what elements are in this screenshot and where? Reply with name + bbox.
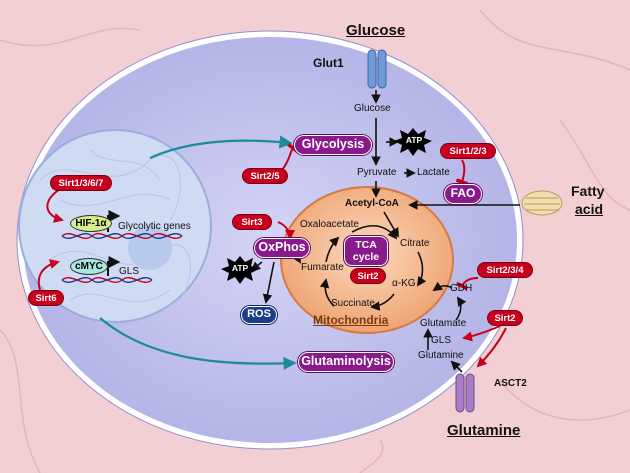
atp-label-1: ATP	[405, 135, 423, 145]
glut1-transporter	[367, 49, 387, 89]
fatty-acid-transporter	[521, 190, 563, 216]
arrow-glutamine-import	[450, 360, 463, 373]
mitochondria-label: Mitochondria	[313, 313, 389, 327]
lactate-label: Lactate	[417, 167, 450, 178]
sirt1367-pill: Sirt1/3/6/7	[50, 175, 112, 191]
asct2-transporter	[455, 373, 475, 413]
glutamine-intracellular-label: Glutamine	[418, 350, 464, 361]
dna-helix-bottom	[61, 277, 153, 283]
sirt2-glutamine-pill: Sirt2	[487, 310, 523, 326]
arrow-nucleus-to-glycolysis	[149, 135, 293, 160]
gls-pathway-label: GLS	[431, 335, 452, 346]
glutaminolysis-pill: Glutaminolysis	[298, 352, 394, 372]
fumarate-label: Fumarate	[301, 262, 344, 273]
tca-cycle-line2: cycle	[352, 251, 380, 263]
glycolysis-pill: Glycolysis	[294, 135, 372, 155]
pyruvate-label: Pyruvate	[357, 167, 397, 178]
fatty-acid-label-line2: acid	[575, 201, 604, 217]
mark-sirt2-gln-a	[462, 325, 501, 342]
sirt25-pill: Sirt2/5	[242, 168, 288, 184]
arrow-nucleus-to-glutaminolysis	[99, 317, 297, 371]
tca-cycle-box: TCA cycle	[344, 236, 388, 266]
succinate-label: Succinate	[331, 298, 375, 309]
citrate-label: Citrate	[400, 238, 430, 249]
fao-pill: FAO	[444, 184, 482, 204]
nucleolus	[128, 226, 172, 270]
mark-sirt123	[455, 159, 469, 186]
mark-sirt25	[281, 142, 299, 171]
promoter-arrow-gls	[107, 256, 121, 276]
mark-sirt6	[37, 259, 60, 291]
arrow-oxphos-to-ros	[262, 261, 275, 304]
hif1a-oval: HIF-1α	[70, 215, 112, 232]
ros-pill: ROS	[241, 306, 277, 324]
background-vessels	[0, 9, 630, 473]
gdh-label: GDH	[450, 283, 473, 294]
arrow-gdh-to-akg	[432, 281, 453, 292]
glucose-extracellular-label: Glucose	[346, 22, 406, 39]
cmyc-oval: cMYC	[70, 258, 108, 275]
dna-helix-top	[61, 233, 183, 239]
mark-sirt234	[455, 277, 479, 291]
arrow-oxaloacetate-to-citrate	[351, 225, 398, 240]
atp-starburst-1	[394, 128, 432, 156]
glutamate-label: Glutamate	[420, 318, 467, 329]
sirt123-pill: Sirt1/2/3	[440, 143, 496, 159]
atp-starburst-2	[221, 256, 259, 284]
arrow-akg-to-succinate	[370, 293, 395, 311]
glut1-label: Glut1	[313, 56, 344, 70]
glycolytic-genes-label: Glycolytic genes	[118, 221, 191, 232]
metabolic-arrows	[250, 90, 520, 373]
gls-gene-label: GLS	[119, 266, 140, 277]
fatty-acid-label-line1: Fatty	[571, 183, 605, 199]
arrow-glutamate-to-gdh	[455, 296, 467, 321]
mark-sirt3	[277, 221, 295, 240]
oxphos-pill: OxPhos	[254, 238, 310, 258]
sirt234-pill: Sirt2/3/4	[477, 262, 533, 278]
akg-label: α-KG	[392, 278, 416, 289]
cell-membrane-outline	[16, 30, 524, 450]
glucose-intracellular-label: Glucose	[354, 103, 391, 114]
mark-sirt2-gln-b	[476, 327, 507, 368]
glutamine-extracellular-label: Glutamine	[447, 422, 521, 439]
asct2-label: ASCT2	[494, 378, 527, 389]
sirt6-pill: Sirt6	[28, 290, 64, 306]
arrow-succinate-to-fumarate	[319, 278, 335, 307]
arrow-fumarate-to-oxaloacetate	[325, 236, 340, 263]
acetyl-coa-label: Acetyl-CoA	[345, 198, 399, 209]
sirt2-tca-pill: Sirt2	[350, 268, 386, 284]
tca-cycle-line1: TCA	[355, 239, 377, 251]
atp-label-2: ATP	[231, 263, 249, 273]
oxaloacetate-label: Oxaloacetate	[300, 219, 359, 230]
arrow-citrate-to-akg	[416, 251, 427, 287]
sirt3-pill: Sirt3	[232, 214, 272, 230]
